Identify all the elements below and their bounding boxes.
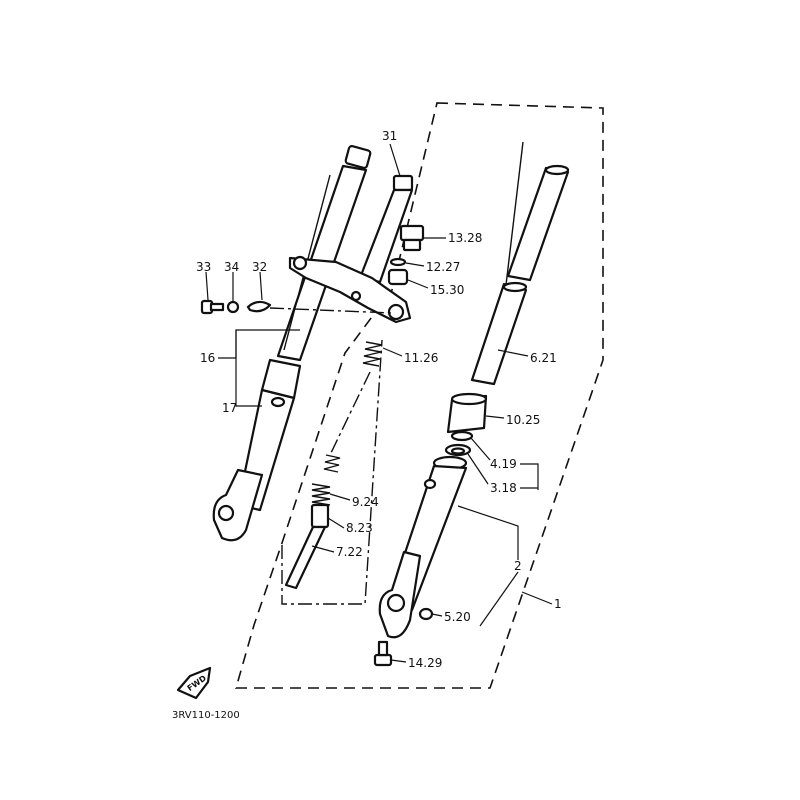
label-6-21: 6.21	[530, 351, 557, 365]
damper-group-box	[281, 339, 383, 605]
leader-5-20	[431, 613, 443, 617]
under-bracket-right-bore	[387, 303, 405, 321]
part-labels: 31 13.28 12.27 15.30 33 34 32 16 17 11.2…	[196, 129, 562, 670]
leader-12-27	[405, 262, 425, 267]
leader-2-lower	[479, 571, 519, 627]
label-16: 16	[200, 351, 215, 365]
label-13-28: 13.28	[448, 231, 482, 245]
left-fork-axle-bracket	[212, 468, 264, 542]
leader-33	[205, 271, 209, 301]
leader-lines	[205, 143, 553, 663]
left-fork-assembly	[212, 145, 372, 542]
drain-bolt-shank	[377, 640, 389, 657]
collar	[387, 268, 409, 286]
leader-15-30	[407, 279, 429, 289]
under-bracket-left-bore	[292, 255, 308, 271]
inner-tube-upper	[506, 166, 570, 282]
upper-spring	[323, 341, 383, 473]
leader-8-23	[327, 517, 345, 529]
leader-9-24	[329, 493, 351, 501]
leader-3-18	[467, 453, 489, 485]
label-17: 17	[222, 401, 237, 415]
left-fork-axle-hole	[217, 504, 235, 522]
oil-seal-inner	[450, 447, 466, 455]
cap-bolt	[399, 224, 425, 252]
label-3-18: 3.18	[490, 481, 517, 495]
leader-4-19	[470, 437, 491, 461]
leader-4-19-bracket	[520, 463, 539, 490]
inner-tube-lower	[470, 282, 528, 386]
damper-piston	[310, 503, 330, 529]
leader-1	[521, 591, 553, 605]
leader-6-21	[497, 349, 529, 357]
label-15-30: 15.30	[430, 283, 464, 297]
diagram-code: 3RV110-1200	[172, 710, 240, 721]
label-12-27: 12.27	[426, 260, 460, 274]
rebound-spring	[311, 483, 331, 506]
oil-seal	[444, 443, 472, 457]
leader-2	[457, 505, 519, 560]
tube-alignment-line	[505, 141, 524, 286]
hardware-axis	[269, 307, 393, 314]
drain-bolt	[373, 640, 393, 667]
label-9-24: 9.24	[352, 495, 379, 509]
fwd-arrow-shape	[176, 666, 212, 700]
cap-bolt-thread	[402, 238, 422, 252]
under-bracket-body	[288, 256, 412, 324]
cap-bolt-head	[399, 224, 425, 242]
label-34: 34	[224, 260, 239, 274]
leader-7-22	[311, 545, 335, 553]
inner-tube-top	[544, 164, 570, 176]
o-ring	[389, 257, 407, 267]
label-31: 31	[382, 129, 397, 143]
label-5-20: 5.20	[444, 610, 471, 624]
assembly-boundary	[234, 102, 604, 689]
damper-rod	[284, 483, 331, 590]
exploded-inner-tube	[470, 164, 570, 386]
label-2: 2	[514, 559, 522, 573]
fwd-arrow-badge: FWD	[176, 666, 212, 700]
stem-shaft	[358, 188, 414, 284]
leader-11-26	[382, 347, 403, 357]
washer-5-20	[418, 607, 434, 621]
stem-thread	[392, 174, 414, 192]
under-bracket-bolt	[350, 290, 362, 302]
leader-10-25	[485, 415, 505, 419]
left-fork-boss	[270, 396, 286, 408]
drain-bolt-head	[373, 653, 393, 667]
label-11-26: 11.26	[404, 351, 438, 365]
label-32: 32	[252, 260, 267, 274]
exploded-outer-tube	[378, 455, 468, 639]
inner-tube-bottom-cap	[502, 281, 528, 293]
clip-32	[246, 300, 272, 313]
outer-tube-axle-hole	[386, 593, 406, 613]
leader-14-29	[390, 659, 407, 663]
label-7-22: 7.22	[336, 545, 363, 559]
label-1: 1	[554, 597, 562, 611]
outer-tube-bracket	[378, 550, 422, 639]
small-hardware	[200, 299, 272, 315]
steering-stem	[358, 174, 414, 284]
leader-17	[235, 330, 262, 407]
label-4-19: 4.19	[490, 457, 517, 471]
circlip	[450, 430, 474, 442]
damper-rod-shaft	[284, 525, 327, 590]
bolt-33-shank	[209, 302, 225, 312]
outer-tube-boss	[423, 478, 437, 490]
label-33: 33	[196, 260, 211, 274]
leader-31	[389, 143, 401, 177]
label-14-29: 14.29	[408, 656, 442, 670]
spring-axis	[329, 371, 371, 456]
left-fork-cap	[344, 145, 372, 169]
label-8-23: 8.23	[346, 521, 373, 535]
dust-seal-top	[450, 392, 488, 406]
leader-32	[259, 271, 263, 301]
lower-spring-coils	[323, 454, 341, 473]
label-10-25: 10.25	[506, 413, 540, 427]
dust-seal	[446, 392, 488, 434]
under-bracket	[288, 255, 412, 324]
washer-34	[226, 300, 240, 314]
upper-spring-coils	[362, 341, 383, 367]
